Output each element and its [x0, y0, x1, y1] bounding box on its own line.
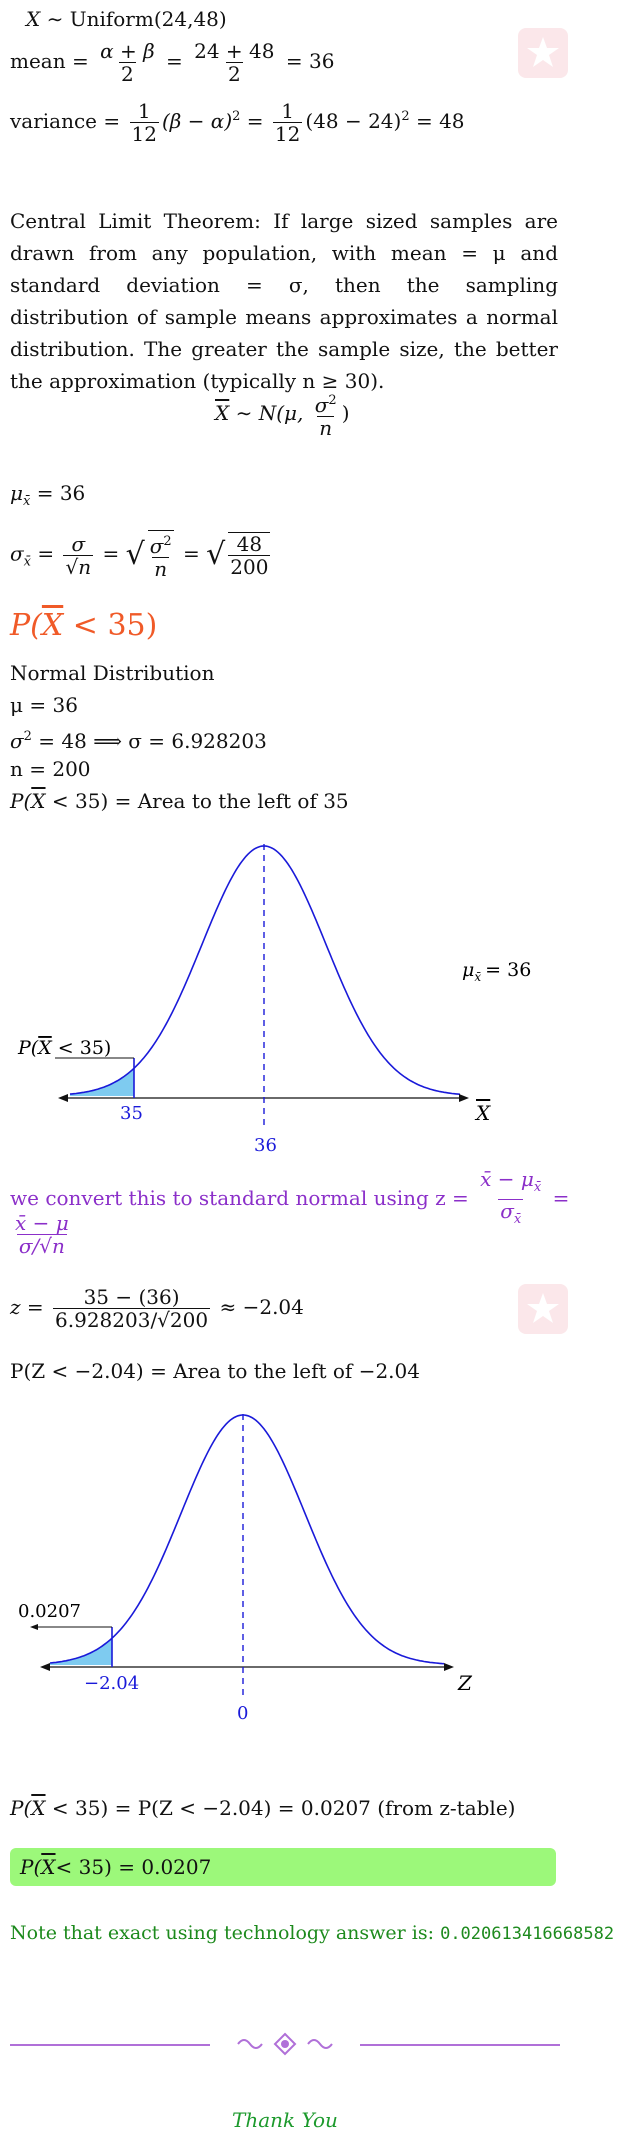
divider-left — [10, 2044, 210, 2046]
distribution-name: Uniform(24,48) — [69, 7, 227, 31]
mu-xbar-line: μx̄ = 36 — [10, 481, 86, 509]
normal-curve — [69, 845, 461, 1096]
axis-arrow-left — [58, 1094, 68, 1102]
axis-arrow-right — [459, 1094, 469, 1102]
z-area-line: P(Z < −2.04) = Area to the left of −2.04 — [10, 1359, 420, 1383]
section-heading: P(X < 35) — [10, 608, 158, 643]
tick-neg204: −2.04 — [84, 1673, 139, 1694]
thank-you: Thank You — [232, 2108, 338, 2132]
axis-label-x: X — [474, 1101, 491, 1125]
mean-label: mean — [10, 49, 66, 73]
star-icon — [527, 37, 559, 67]
tick-0: 0 — [237, 1703, 248, 1724]
normal-title: Normal Distribution — [10, 661, 215, 685]
exact-value: 0.020613416668582 — [440, 1924, 615, 1944]
axis-arrow-left — [40, 1663, 50, 1671]
sim-symbol: ∼ — [46, 7, 64, 31]
mean-result: = 36 — [285, 49, 335, 73]
watermark-badge-2 — [518, 1284, 568, 1334]
var-x: X — [26, 7, 41, 31]
variance-label: variance — [10, 109, 98, 133]
final-answer-box: P(X < 35) = 0.0207 — [10, 1848, 556, 1886]
normal-sigma: σ2 = 48 ⟹ σ = 6.928203 — [10, 729, 267, 753]
axis-arrow-right — [444, 1663, 454, 1671]
z-calc-line: z = 35 − (36)6.928203/√200 ≈ −2.04 — [10, 1285, 304, 1332]
convert-line: we convert this to standard normal using… — [10, 1168, 569, 1231]
standard-normal-chart: 0.0207 −2.04 0 Z — [18, 1414, 473, 1724]
shaded-area — [50, 1638, 112, 1665]
divider-right — [360, 2044, 560, 2046]
watermark-badge — [518, 28, 568, 78]
clt-paragraph: Central Limit Theorem: If large sized sa… — [10, 209, 558, 393]
axis-label-z: Z — [457, 1671, 473, 1695]
result-line: P(X < 35) = P(Z < −2.04) = 0.0207 (from … — [10, 1796, 516, 1820]
area-line-1: P(X < 35) = Area to the left of 35 — [10, 789, 349, 813]
mu-annotation: μx̄= 36 — [462, 959, 531, 984]
normal-curve — [49, 1414, 445, 1665]
normal-mu: μ = 36 — [10, 693, 78, 717]
shaded-area — [70, 1068, 134, 1096]
normal-curve-chart: 35 36 X P(X < 35) μx̄= 36 — [17, 844, 531, 1156]
p-label: P(X < 35) — [17, 1037, 111, 1059]
variance-result: = 48 — [415, 109, 465, 133]
tick-35: 35 — [120, 1103, 143, 1124]
pointer-arrow — [30, 1624, 38, 1630]
ornament-icon — [237, 2032, 333, 2056]
technology-note: Note that exact using technology answer … — [10, 1922, 615, 1944]
area-value: 0.0207 — [18, 1601, 81, 1622]
distribution-line: X ∼ Uniform(24,48) — [26, 6, 227, 32]
star-icon — [527, 1293, 559, 1323]
tick-36: 36 — [254, 1135, 277, 1156]
normal-n: n = 200 — [10, 757, 91, 781]
